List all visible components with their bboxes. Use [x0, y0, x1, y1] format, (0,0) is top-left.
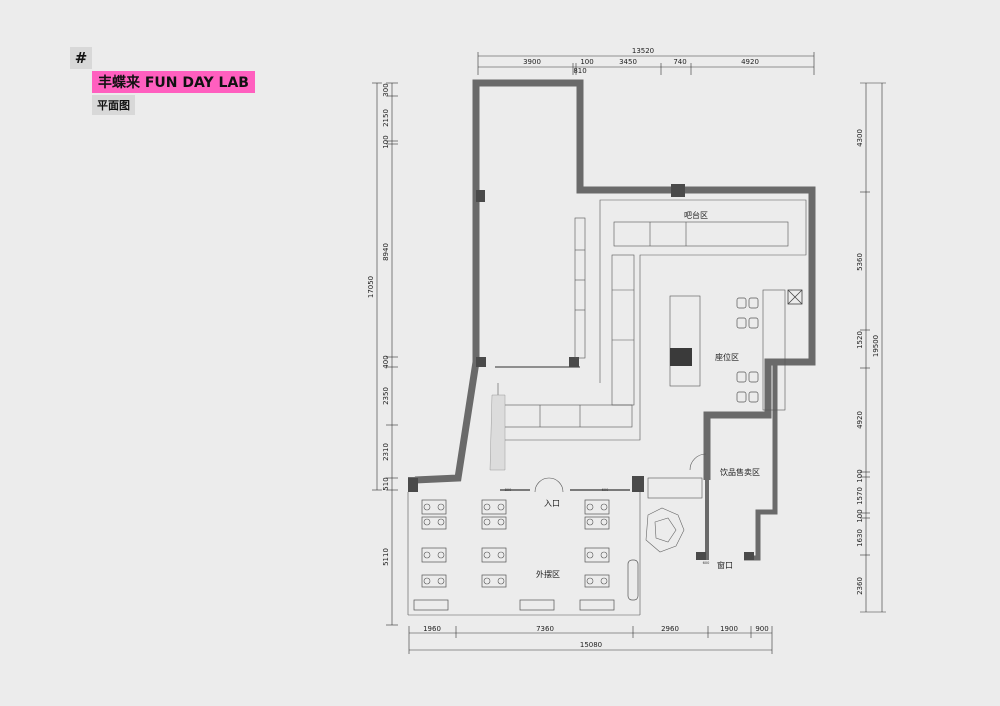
- dim-bottom-5: 900: [755, 625, 768, 633]
- zone-bar-label: 吧台区: [684, 210, 708, 220]
- dim-right-6: 1570: [856, 487, 864, 505]
- dim-right-5: 100: [856, 469, 864, 482]
- top-dimensions: [477, 52, 815, 75]
- dim-right-4: 4920: [856, 411, 864, 429]
- building-walls: [408, 79, 816, 561]
- zone-entrance-label: 入口: [544, 499, 560, 508]
- dim-left-3: 100: [382, 135, 390, 148]
- dim-left-4: 8940: [382, 243, 390, 261]
- door-width-1: 800: [505, 488, 512, 492]
- dim-left-total: 17050: [367, 276, 375, 298]
- dim-top-1: 3900: [523, 58, 541, 66]
- dim-bottom-3: 2960: [661, 625, 679, 633]
- dim-top-3: 3450: [619, 58, 637, 66]
- dim-top-2: 100: [580, 58, 593, 66]
- dim-bottom-1: 1960: [423, 625, 441, 633]
- left-dimensions: [372, 82, 398, 626]
- elevator-box: [787, 289, 803, 305]
- dim-left-5: 400: [382, 355, 390, 368]
- dim-left-9: 5110: [382, 548, 390, 566]
- dim-left-7: 2310: [382, 443, 390, 461]
- outdoor-tables: [413, 499, 639, 611]
- dim-right-2: 5360: [856, 253, 864, 271]
- zone-outdoor-label: 外摆区: [536, 569, 560, 579]
- dim-right-1: 4300: [856, 129, 864, 147]
- dim-left-1: 300: [382, 83, 390, 96]
- dim-top-4: 740: [673, 58, 686, 66]
- bottom-dimensions: [408, 626, 773, 654]
- dim-left-6: 2350: [382, 387, 390, 405]
- interior-fixtures: [407, 199, 807, 616]
- dim-top-sub: 810: [573, 67, 586, 75]
- dim-right-3: 1520: [856, 331, 864, 349]
- dim-right-8: 1630: [856, 529, 864, 547]
- dim-bottom-2: 7360: [536, 625, 554, 633]
- structural-columns: [408, 184, 754, 560]
- zone-drinks-label: 饮品售卖区: [720, 467, 760, 477]
- dim-right-7: 100: [856, 509, 864, 522]
- dim-top-5: 4920: [741, 58, 759, 66]
- bar-stools: [736, 297, 759, 403]
- dim-top-total: 13520: [632, 47, 654, 55]
- zone-window-label: 窗口: [717, 560, 733, 570]
- door-width-2: 600: [602, 488, 609, 492]
- right-dimensions: [860, 82, 886, 613]
- sheet-title: 丰蝶来 FUN DAY LAB: [92, 71, 255, 93]
- dim-right-9: 2360: [856, 577, 864, 595]
- dim-left-2: 2150: [382, 109, 390, 127]
- ramp-hatch: [489, 394, 506, 471]
- dim-bottom-4: 1900: [720, 625, 738, 633]
- outdoor-chairs: [423, 503, 608, 585]
- column-island: [670, 348, 692, 366]
- window-width: 600: [703, 561, 710, 565]
- sheet-number-badge: #: [70, 47, 92, 69]
- zone-seating-label: 座位区: [715, 352, 739, 362]
- dim-bottom-total: 15080: [580, 641, 602, 649]
- dim-left-8: 510: [382, 477, 390, 490]
- planter-decoration: [645, 507, 685, 553]
- dim-right-total: 19500: [872, 335, 880, 357]
- sheet-subtitle: 平面图: [92, 95, 135, 115]
